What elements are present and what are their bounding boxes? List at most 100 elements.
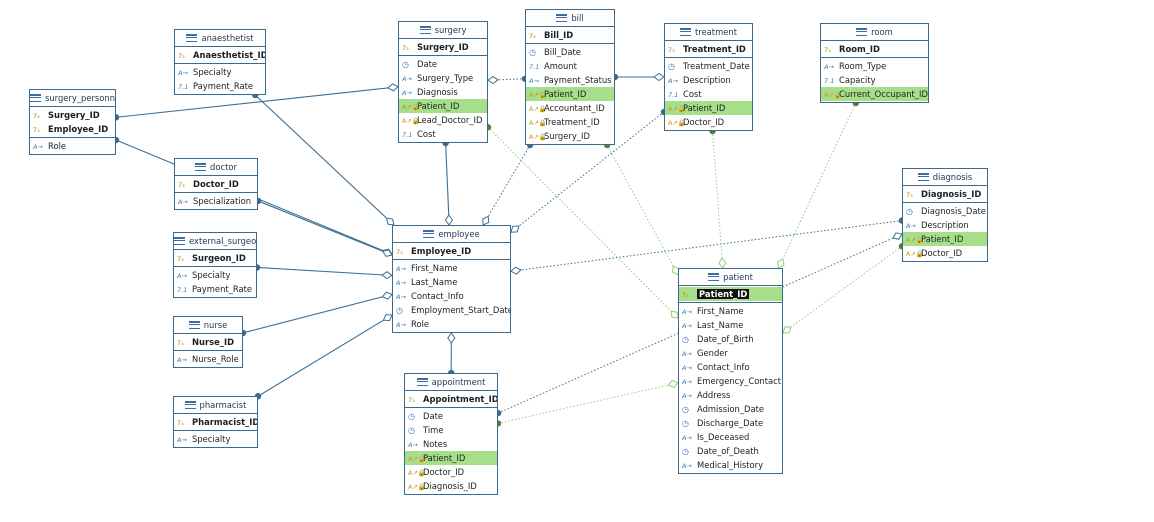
relationship-line-bill-to-employee[interactable] — [482, 144, 531, 226]
attribute-row[interactable]: A↗🔒Patient_ID — [526, 87, 614, 101]
relationship-line-pharmacist-to-employee[interactable] — [257, 314, 393, 397]
attribute-row[interactable]: ◷Date — [405, 409, 497, 423]
relationship-line-diagnosis-to-patient[interactable] — [782, 245, 903, 334]
attribute-row[interactable]: A↗🔒Current_Occupant_ID — [821, 87, 928, 101]
attribute-row[interactable]: A↗🔒Accountant_ID — [526, 101, 614, 115]
attribute-row[interactable]: A→Gender — [679, 346, 782, 360]
relationship-line-external-surgeon-to-employee[interactable] — [256, 266, 393, 277]
attribute-row[interactable]: A↗🔒Patient_ID — [665, 101, 752, 115]
attribute-row[interactable]: A→First_Name — [679, 304, 782, 318]
entity-header[interactable]: doctor — [175, 159, 257, 176]
attribute-row[interactable]: ◷Treatment_Date — [665, 59, 752, 73]
entity-header[interactable]: appointment — [405, 374, 497, 391]
attribute-row[interactable]: A→Contact_Info — [393, 289, 510, 303]
attribute-row[interactable]: A↗🔒Lead_Doctor_ID — [399, 113, 487, 127]
entity-header[interactable]: surgery_personnel — [30, 90, 115, 107]
attribute-row[interactable]: ◷Date_of_Birth — [679, 332, 782, 346]
entity-header[interactable]: pharmacist — [174, 397, 257, 414]
relationship-line-surgery-to-patient[interactable] — [487, 126, 679, 319]
attribute-row[interactable]: ◷Date_of_Death — [679, 444, 782, 458]
attribute-row[interactable]: ◷Diagnosis_Date — [903, 204, 987, 218]
attribute-row[interactable]: A→Room_Type — [821, 59, 928, 73]
attribute-row[interactable]: A→Role — [30, 139, 115, 153]
entity-header[interactable]: employee — [393, 226, 510, 243]
entity-header[interactable]: surgery — [399, 22, 487, 39]
entity-header[interactable]: room — [821, 24, 928, 41]
relationship-line-bill-to-patient[interactable] — [606, 144, 679, 276]
attribute-row[interactable]: A↗🔒Doctor_ID — [665, 115, 752, 129]
relationship-line-surgery-to-employee[interactable] — [445, 142, 450, 226]
relationship-line-doctor-to-employee[interactable] — [257, 200, 393, 256]
entity-header[interactable]: bill — [526, 10, 614, 27]
attribute-row[interactable]: A→Description — [903, 218, 987, 232]
entity-header[interactable]: patient — [679, 269, 782, 286]
attribute-row[interactable]: A→Last_Name — [679, 318, 782, 332]
relationship-line-diagnosis-to-employee[interactable] — [510, 220, 903, 272]
attribute-row[interactable]: ◷Admission_Date — [679, 402, 782, 416]
attribute-row[interactable]: A↗🔒Treatment_ID — [526, 115, 614, 129]
entity-header[interactable]: anaesthetist — [175, 30, 265, 47]
attribute-row[interactable]: A→Is_Deceased — [679, 430, 782, 444]
attribute-row[interactable]: A→Notes — [405, 437, 497, 451]
attribute-row[interactable]: A→First_Name — [393, 261, 510, 275]
attribute-row[interactable]: A↗🔒Patient_ID — [399, 99, 487, 113]
relationship-line-room-to-patient[interactable] — [778, 102, 857, 269]
attribute-row[interactable]: ◷Date — [399, 57, 487, 71]
entity-header[interactable]: diagnosis — [903, 169, 987, 186]
relationship-line-bill-to-surgery[interactable] — [487, 78, 526, 81]
attribute-row[interactable]: ◷Time — [405, 423, 497, 437]
entity-header[interactable]: external_surgeon — [174, 233, 256, 250]
attribute-row[interactable]: ◷Employment_Start_Date — [393, 303, 510, 317]
attribute-row[interactable]: A↗🔒Surgery_ID — [526, 129, 614, 143]
relationship-line-treatment-to-patient[interactable] — [712, 130, 724, 269]
attribute-row[interactable]: A↗🔒Diagnosis_ID — [405, 479, 497, 493]
entity-header[interactable]: nurse — [174, 317, 242, 334]
attribute-row[interactable]: A→Diagnosis — [399, 85, 487, 99]
attribute-row[interactable]: A↗🔒Doctor_ID — [903, 246, 987, 260]
attribute-row[interactable]: A→Contact_Info — [679, 360, 782, 374]
attribute-row[interactable]: A→Role — [393, 317, 510, 331]
attribute-row[interactable]: A→Address — [679, 388, 782, 402]
entity-header[interactable]: treatment — [665, 24, 752, 41]
attribute-row[interactable]: A→Specialty — [174, 432, 257, 446]
attribute-row[interactable]: A→Specialization — [175, 194, 257, 208]
attribute-row[interactable]: A→Specialty — [174, 268, 256, 282]
attribute-row[interactable]: A→Last_Name — [393, 275, 510, 289]
attribute-row[interactable]: A→Emergency_Contact — [679, 374, 782, 388]
attribute-row[interactable]: A→Payment_Status — [526, 73, 614, 87]
attribute-row[interactable]: A→Specialty — [175, 65, 265, 79]
relationship-line-appointment-to-patient[interactable] — [497, 382, 679, 424]
